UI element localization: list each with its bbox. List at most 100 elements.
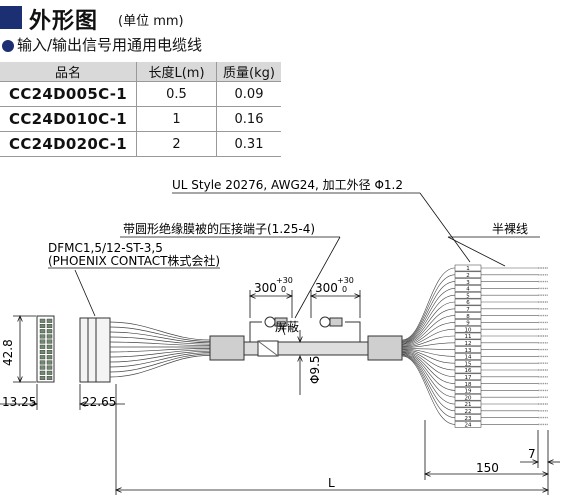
marker-tube (454, 291, 482, 299)
marker-tube (454, 325, 482, 333)
connector-front-view (36, 315, 55, 383)
cable-spec-label: UL Style 20276, AWG24, 加工外径 Φ1.2 (172, 178, 403, 192)
wire (401, 301, 456, 344)
connector-body (79, 317, 111, 383)
wire (401, 348, 456, 357)
cell-mass: 0.16 (216, 106, 281, 132)
wire-number: 22 (465, 409, 472, 415)
marker-tube (454, 332, 482, 340)
dim-tol-zero-right: 0 (342, 285, 347, 294)
cell-length: 1 (136, 106, 217, 132)
wire-number: 5 (466, 293, 470, 299)
left-wire-bundle (109, 321, 211, 378)
wire-number: 10 (465, 327, 472, 333)
marker-tube (454, 414, 482, 421)
wire-number: 6 (466, 300, 470, 306)
wire-number: 17 (465, 375, 472, 381)
section-subtitle: 输入/输出信号用通用电缆线 (17, 36, 203, 54)
wire (401, 355, 456, 418)
connector-pin (46, 376, 53, 381)
wire (401, 274, 456, 341)
marker-tube (454, 380, 482, 387)
dimension-lines (0, 290, 560, 495)
connector-pin (39, 360, 46, 365)
connector-pin (46, 339, 53, 344)
cell-model: CC24D005C-1 (0, 81, 137, 107)
wire (401, 288, 456, 343)
dim-7: 7 (528, 447, 536, 461)
wire-number: 23 (465, 416, 472, 422)
wire (109, 321, 211, 341)
wire (109, 326, 211, 342)
wire (109, 352, 211, 368)
dim-tol-plus-right: +30 (337, 276, 354, 285)
marker-tube (454, 285, 482, 292)
wire (401, 350, 456, 378)
connector-pin (46, 329, 53, 334)
wire (401, 353, 456, 405)
wire-number: 7 (466, 307, 470, 313)
connector-pin (46, 344, 53, 349)
table-row: CC24D020C-1 2 0.31 (0, 131, 281, 157)
wire (401, 281, 456, 342)
connector-pin (46, 355, 53, 360)
marker-tube (454, 353, 482, 360)
connector-pin (46, 350, 53, 355)
wire-number: 1 (466, 266, 470, 272)
connector-pin (39, 318, 46, 323)
wire-number: 13 (465, 348, 472, 354)
connector-model-label: DFMC1,5/12-ST-3,5 (48, 241, 163, 255)
connector-pin (39, 365, 46, 370)
dim-connector-length: 22.65 (82, 395, 116, 409)
wire-number: 19 (465, 389, 472, 395)
dim-length-L: L (328, 476, 335, 490)
marker-tube (454, 339, 482, 347)
connector-pin (39, 355, 46, 360)
unit-note: (单位 mm) (118, 14, 184, 29)
stripped-wire-label: 半裸线 (492, 221, 528, 236)
leader-lines (48, 192, 540, 336)
wire (401, 342, 456, 348)
header-block-icon (0, 6, 22, 29)
marker-tube (454, 271, 482, 279)
shield-label: 屏蔽 (275, 320, 299, 334)
wire (401, 335, 456, 348)
connector-pin (46, 318, 53, 323)
wire (109, 350, 211, 363)
wire (401, 294, 456, 344)
marker-tube (454, 387, 482, 394)
connector-pin (39, 344, 46, 349)
cell-mass: 0.31 (216, 131, 281, 157)
dim-diameter: Φ9.5 (308, 355, 322, 384)
marker-tube (454, 359, 482, 367)
dim-300-left: 300 (254, 281, 277, 295)
wire (109, 341, 211, 346)
marker-tube (454, 319, 482, 326)
marker-tube (454, 407, 482, 415)
wire (401, 267, 456, 341)
wire (401, 350, 456, 371)
marker-tube (454, 400, 482, 408)
connector-pin (46, 324, 53, 329)
wire (109, 355, 211, 378)
marker-tube (454, 305, 482, 313)
wire (401, 355, 456, 425)
cell-length: 2 (136, 131, 217, 157)
wire-number: 21 (465, 402, 472, 408)
wire (109, 348, 211, 353)
marker-tube (454, 278, 482, 285)
dim-height: 42.8 (1, 339, 15, 366)
connector-pin (39, 339, 46, 344)
marker-tube (454, 421, 482, 428)
wire (401, 328, 456, 347)
wire (109, 349, 211, 358)
marker-tube (454, 393, 482, 401)
wire (401, 322, 456, 346)
wire (401, 353, 456, 398)
marker-tube (454, 312, 482, 319)
connector-pin (46, 365, 53, 370)
cell-model: CC24D020C-1 (0, 131, 137, 157)
wire (401, 351, 456, 384)
main-cable (209, 335, 403, 361)
